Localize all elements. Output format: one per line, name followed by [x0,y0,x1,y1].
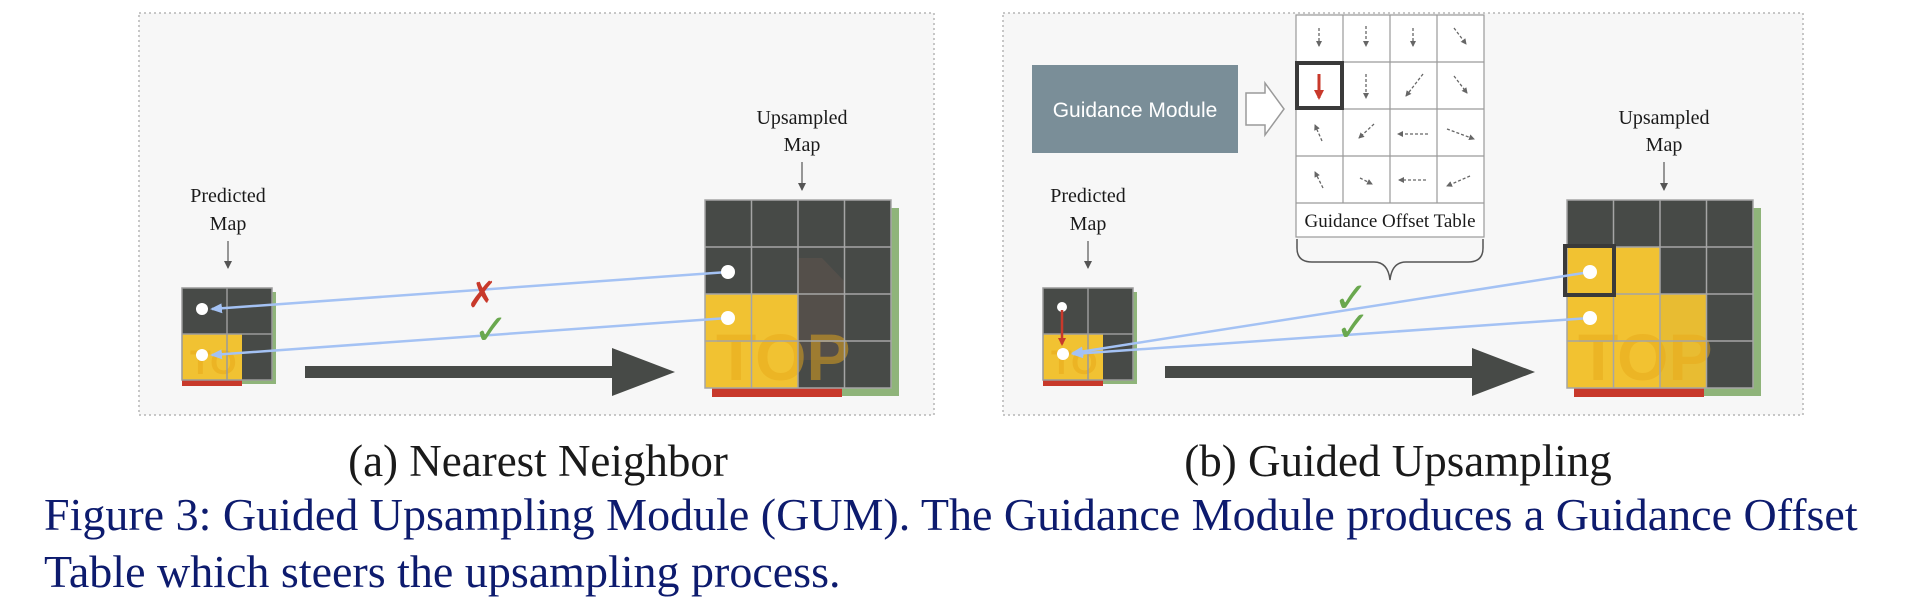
predicted-map-b: TO [1042,287,1137,386]
predicted-map-label-a: Predicted [190,185,266,207]
target-point [196,349,208,361]
predicted-map-label-b: Predicted [1050,185,1126,207]
watermark-text: TOP [716,320,850,394]
highlighted-upsampled-cell [1563,244,1616,297]
guidance-module-box [1032,65,1238,153]
wrong-line-a [210,270,729,314]
map-grid [181,287,273,381]
offset-arrows [1314,26,1475,189]
table-brace [1296,239,1484,281]
target-point [196,303,208,315]
upsampled-map-a: TOP [704,199,899,397]
wrong-mark: ✗ [467,274,497,315]
source-point [721,311,735,325]
right-mark: ✓ [473,306,508,353]
subcaption-b: (b) Guided Upsampling [1184,436,1611,486]
upsampled-map-label-b-2: Map [1646,134,1683,156]
red-strip [182,380,242,386]
red-strip [1574,388,1704,397]
predicted-map-label-b-2: Map [1070,213,1107,235]
figure-caption: Figure 3: Guided Upsampling Module (GUM)… [44,489,1858,597]
source-point [1583,311,1597,325]
source-point [721,265,735,279]
upsampled-map-label-a-2: Map [784,134,821,156]
upsampled-map-label-b: Upsampled [1618,107,1709,129]
target-point [1057,348,1069,360]
highlighted-offset-cell [1295,61,1344,110]
right-line-a [210,316,729,360]
guidance-module-label: Guidance Module [1053,99,1218,122]
red-strip [1043,380,1103,386]
guidance-offset-table-label: Guidance Offset Table [1304,211,1475,232]
predicted-map-label-a-2: Map [210,213,247,235]
check-mark-1: ✓ [1333,274,1368,321]
panel-b: Guidance Module [1002,12,1804,486]
guided-line-2 [1071,316,1591,359]
block-arrow-icon [1245,80,1285,138]
guided-line-1 [1071,270,1591,357]
big-arrow-b [1165,348,1535,396]
watermark-text: TO [190,344,237,382]
upsampled-map-label-a: Upsampled [756,107,847,129]
watermark-shape [798,258,845,360]
source-point [1583,265,1597,279]
guidance-offset-table: Guidance Offset Table [1295,14,1485,238]
red-strip [712,388,842,397]
upsampled-map-b: TOP [1563,199,1761,397]
yellow-region [1613,247,1660,294]
big-arrow-a [305,348,675,396]
watermark-text: TOP [1578,320,1712,394]
predicted-map-a: TO [181,287,276,386]
offset-origin-point [1057,302,1067,312]
subcaption-a: (a) Nearest Neighbor [348,436,728,486]
panel-a: TO TOP [138,12,935,486]
map-grid [1042,287,1134,381]
map-grid [704,199,892,389]
check-mark-2: ✓ [1335,303,1370,350]
